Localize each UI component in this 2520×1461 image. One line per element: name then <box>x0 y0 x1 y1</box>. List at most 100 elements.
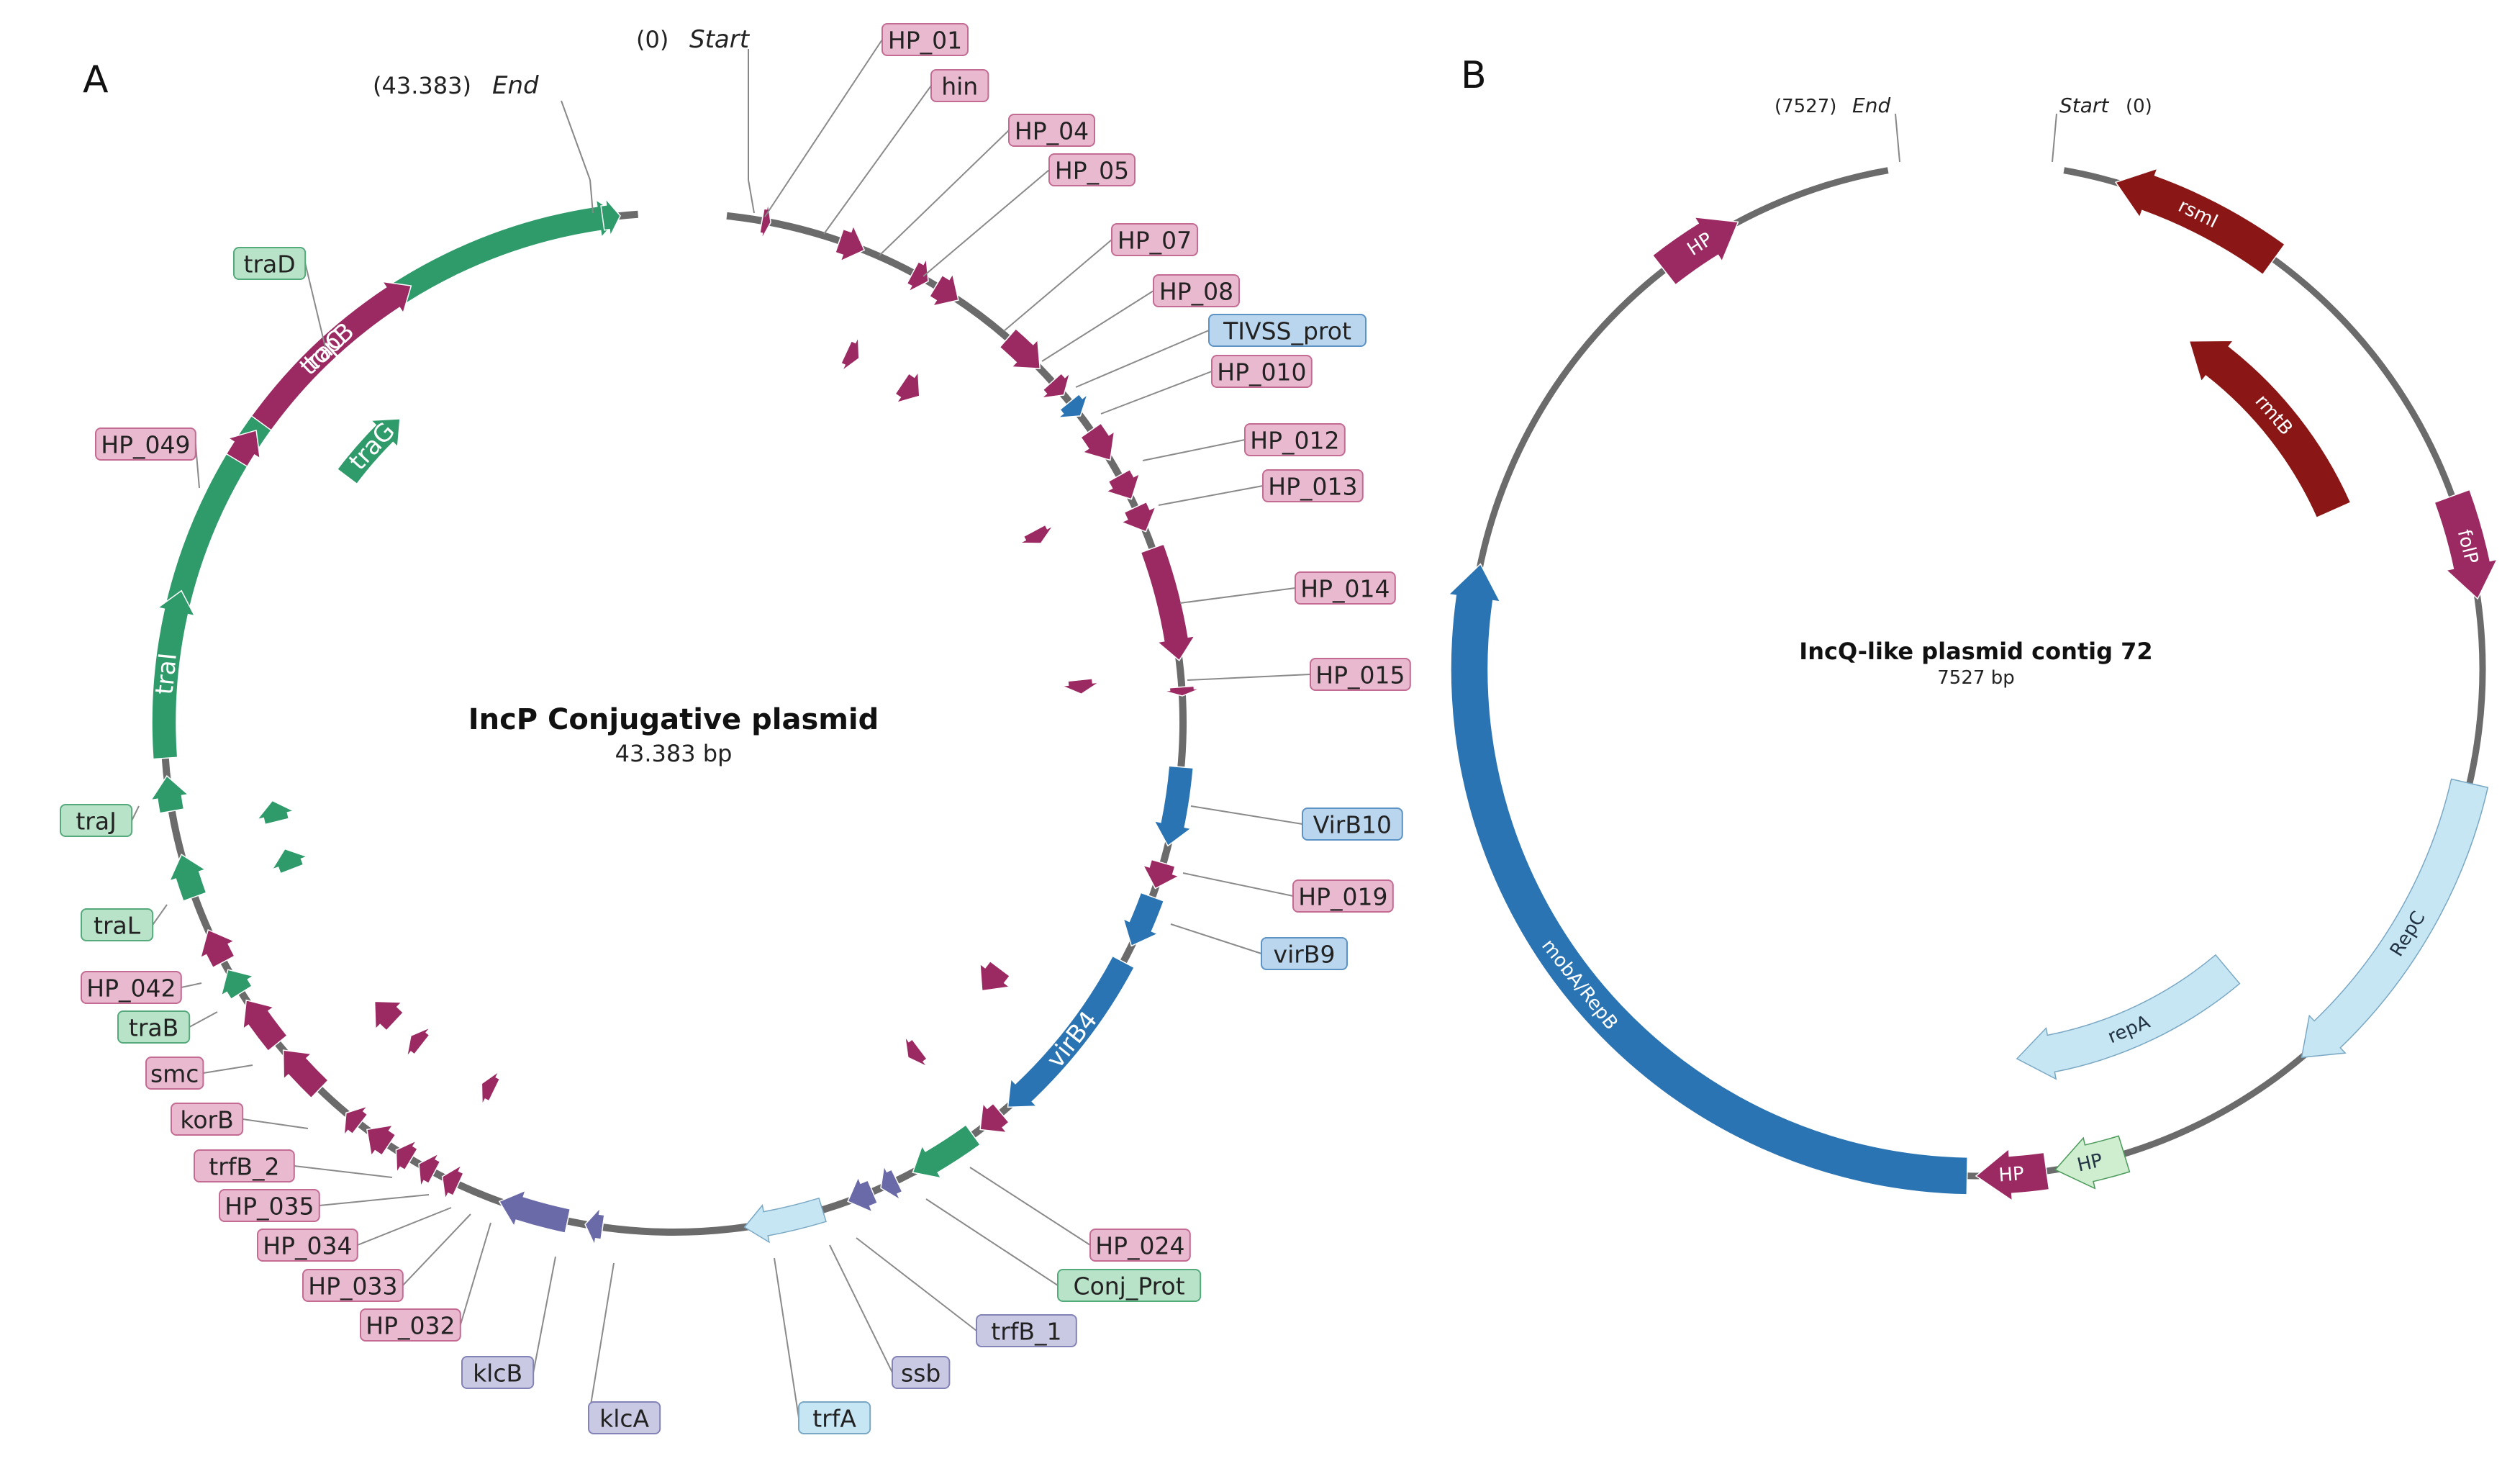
label-box-smc <box>145 1057 204 1090</box>
gene-arrow-tivss-prot <box>1056 392 1089 419</box>
label-box-trfa <box>798 1401 871 1434</box>
gene-arrow-hp-033 <box>418 1152 441 1188</box>
panel-a-end-position: (43.383) <box>373 72 471 99</box>
label-box-hp-024 <box>1089 1229 1191 1262</box>
panel-a-plasmid-title: IncP Conjugative plasmid <box>468 703 879 736</box>
gene-label-hp-032: HP_032 <box>366 1312 455 1340</box>
gene-arrow-hp <box>1975 1147 2050 1202</box>
label-leader-hp-014 <box>1179 587 1296 604</box>
gene-arrow-hp-05 <box>928 272 959 307</box>
gene-arrow-unlabeled-9 <box>271 848 309 874</box>
gene-arrow-klca <box>584 1206 605 1247</box>
gene-arrow-ssb <box>847 1175 879 1213</box>
label-box-tral <box>81 908 154 941</box>
gene-arrow-hp-013 <box>1120 501 1157 533</box>
panel-b-plasmid-size: 7527 bp <box>1937 667 2014 689</box>
gene-label-hp-014: HP_014 <box>1300 575 1390 603</box>
label-box-hp-034 <box>257 1229 358 1262</box>
label-box-korb <box>171 1103 244 1136</box>
label-leader-hp-012 <box>1142 439 1246 461</box>
label-box-hin <box>930 69 989 102</box>
gene-label-hp: HP <box>1998 1163 2024 1186</box>
label-box-klcb <box>461 1356 535 1389</box>
gene-label-trab: traB <box>129 1014 178 1042</box>
gene-label-smc: smc <box>150 1060 199 1088</box>
label-box-hp-01 <box>881 23 969 56</box>
gene-arrow-virb10 <box>1153 765 1195 847</box>
label-box-traj <box>60 804 133 837</box>
gene-arrow-unlabeled-15 <box>406 1026 431 1057</box>
gene-arrow-virb9 <box>1122 892 1165 947</box>
gene-arrow-unlabeled-40 <box>1019 524 1053 544</box>
gene-arrow-trad <box>600 196 621 238</box>
gene-label-hp-08: HP_08 <box>1159 278 1233 306</box>
gene-label-hp-01: HP_01 <box>888 27 962 55</box>
label-leader-tivss-prot <box>1075 330 1210 388</box>
gene-arrow-unlabeled-21 <box>481 1071 501 1105</box>
label-box-hp-019 <box>1292 879 1394 913</box>
label-leader-tral <box>152 904 168 926</box>
panel-b-start-leader <box>2052 113 2057 163</box>
label-box-hp-033 <box>302 1269 404 1302</box>
label-box-klca <box>588 1401 661 1434</box>
label-box-virb9 <box>1261 937 1348 970</box>
gene-label-virb10: VirB10 <box>1313 811 1392 839</box>
gene-arrow-hp-014 <box>1140 543 1196 661</box>
panel-a-plasmid-size: 43.383 bp <box>615 740 733 767</box>
gene-arrow-unlabeled-29 <box>904 1036 928 1067</box>
gene-label-trfb-2: trfB_2 <box>209 1153 279 1181</box>
label-box-hp-08 <box>1153 274 1240 307</box>
label-leader-trab <box>189 1011 218 1028</box>
gene-label-moba-repb: mobA/RepB <box>1537 936 1622 1034</box>
label-box-hp-049 <box>95 428 196 461</box>
label-leader-hp-015 <box>1187 674 1311 681</box>
panel-b-end-position: (7527) <box>1775 96 1836 117</box>
label-box-hp-014 <box>1295 571 1396 605</box>
gene-arrow-moba-repb <box>1447 563 1968 1195</box>
label-box-virb10 <box>1302 808 1403 841</box>
label-box-hp-04 <box>1008 114 1095 147</box>
gene-arrow-trai <box>151 589 196 760</box>
label-leader-conj-prot <box>925 1198 1059 1286</box>
panel-a-end-leader-2 <box>589 179 594 214</box>
gene-arrow-traj <box>150 774 190 814</box>
gene-label-hp-012: HP_012 <box>1250 427 1339 455</box>
gene-label-hp-019: HP_019 <box>1298 883 1387 911</box>
gene-arrow-hp-01 <box>759 202 771 240</box>
panel-b-end-leader <box>1895 113 1900 163</box>
gene-arrow-hp-032 <box>441 1164 464 1201</box>
label-box-tivss-prot <box>1208 314 1366 347</box>
gene-arrow-rsmi <box>2114 168 2286 276</box>
label-leader-korb <box>243 1118 309 1129</box>
label-leader-virb9 <box>1170 923 1262 954</box>
gene-label-trfa: trfA <box>812 1405 856 1433</box>
panel-a-start-position: (0) <box>636 26 668 53</box>
gene-label-hp-015: HP_015 <box>1315 661 1405 689</box>
gene-arrow-hp-010 <box>1079 422 1115 461</box>
label-leader-hp-032 <box>459 1222 491 1326</box>
gene-label-klcb: klcB <box>473 1360 522 1388</box>
label-box-trfb-2 <box>194 1149 295 1182</box>
panel-b-letter: B <box>1461 54 1487 97</box>
gene-label-trad: traD <box>244 250 296 279</box>
gene-arrow-unlabeled-36 <box>1061 678 1100 695</box>
label-leader-hp-019 <box>1182 872 1294 897</box>
gene-arrow-hp-024 <box>979 1102 1010 1134</box>
label-box-trad <box>233 247 307 280</box>
gene-arrow-virb4 <box>1007 955 1136 1108</box>
label-leader-hp-033 <box>402 1213 471 1286</box>
gene-label-hp-010: HP_010 <box>1217 358 1306 386</box>
label-leader-klcb <box>532 1256 556 1373</box>
gene-arrow-unlabeled-46 <box>894 370 920 404</box>
label-leader-hp-04 <box>879 130 1010 256</box>
label-leader-trfa <box>774 1257 799 1419</box>
gene-label-hp-04: HP_04 <box>1015 117 1089 145</box>
label-leader-smc <box>203 1064 253 1074</box>
gene-label-trfb-1: trfB_1 <box>991 1318 1061 1346</box>
gene-label-hp-05: HP_05 <box>1055 157 1129 185</box>
gene-label-hp-033: HP_033 <box>308 1272 397 1301</box>
label-leader-hp-042 <box>181 982 202 988</box>
label-box-hp-032 <box>360 1308 461 1342</box>
